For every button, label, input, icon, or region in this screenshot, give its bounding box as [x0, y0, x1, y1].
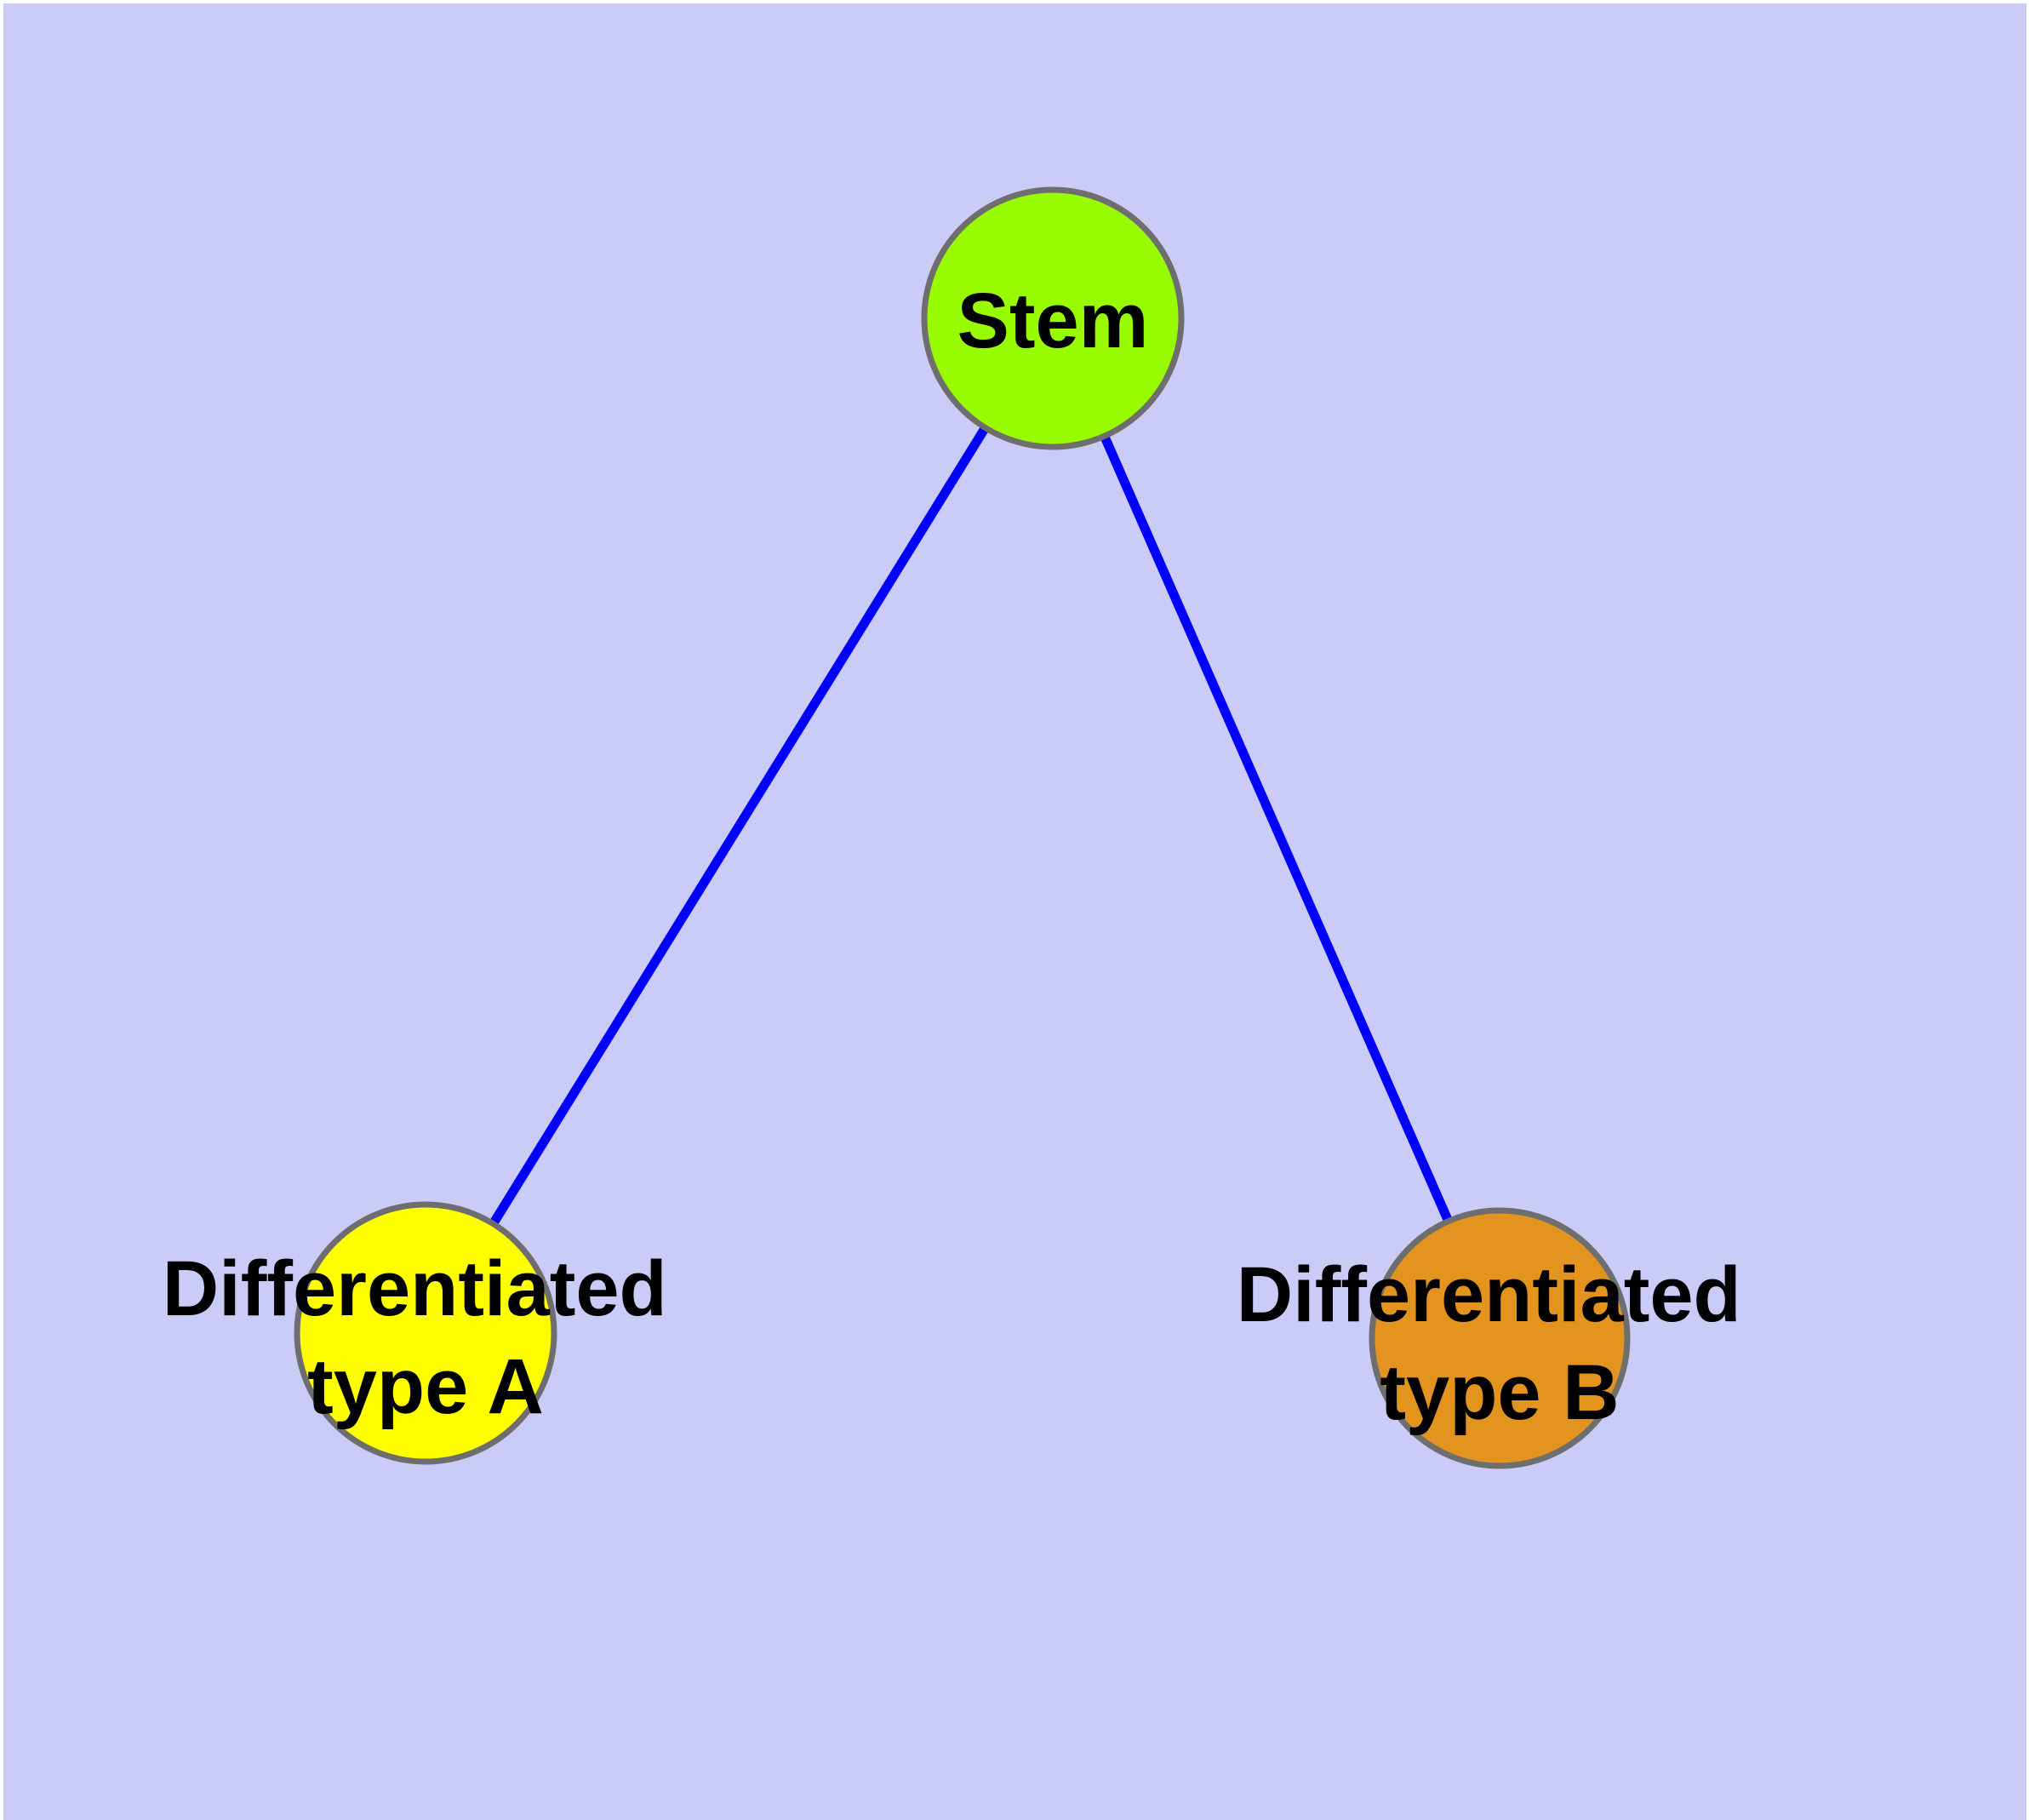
node-stem-circle — [921, 186, 1185, 450]
node-type-a-label: Differentiated type A — [163, 1245, 689, 1430]
node-stem-label: Stem — [957, 278, 1149, 364]
node-type-b-label-line2: type B — [1380, 1349, 1619, 1436]
node-type-a-label-line2: type A — [307, 1343, 544, 1430]
node-type-b-circle — [1369, 1207, 1631, 1469]
edge-stem-to-type-a — [421, 316, 1057, 1336]
edge-stem-to-type-b — [1048, 316, 1505, 1341]
node-type-b-label: Differentiated type B — [1237, 1251, 1763, 1436]
node-type-a-circle — [294, 1201, 557, 1465]
node-type-b-label-line1: Differentiated — [1237, 1251, 1741, 1338]
node-type-a-label-line1: Differentiated — [163, 1245, 667, 1332]
